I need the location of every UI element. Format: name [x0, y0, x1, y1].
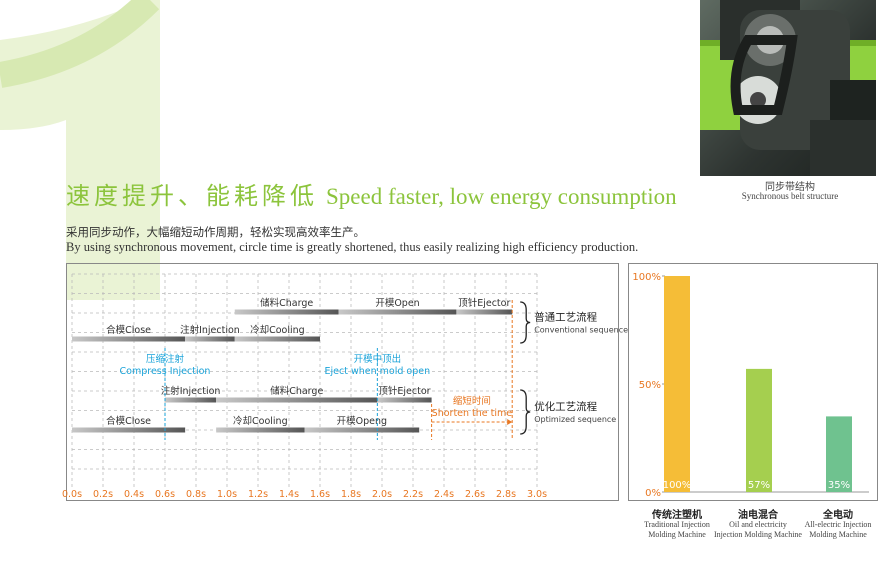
x-tick-label: 1.6s — [310, 489, 330, 500]
page-title: 速度提升、能耗降低 Speed faster, low energy consum… — [66, 176, 677, 211]
sequence-segment — [456, 309, 513, 315]
sequence-segment-label: 顶针Ejector — [378, 385, 430, 397]
energy-bar — [664, 276, 690, 492]
belt-structure-photo — [700, 0, 876, 176]
energy-bar-value: 57% — [748, 480, 770, 491]
sequence-segment-label: 开模Openg — [337, 415, 387, 427]
description-cn: 采用同步动作，大幅缩短动作周期，轻松实现高效率生产。 — [66, 225, 365, 239]
x-tick-label: 2.8s — [496, 489, 516, 500]
annotation-label-cn: 压缩注射 — [146, 353, 185, 365]
x-tick-label: 1.4s — [279, 489, 299, 500]
energy-bar — [826, 416, 852, 492]
x-tick-label: 2.0s — [372, 489, 392, 500]
energy-bar-value: 100% — [663, 480, 692, 491]
x-tick-label: 2.6s — [465, 489, 485, 500]
energy-bar-value: 35% — [828, 480, 850, 491]
energy-category-cn: 传统注塑机 — [652, 510, 702, 521]
annotation-label-en: Eject when mold open — [325, 366, 431, 377]
sequence-segment — [304, 427, 420, 433]
group-brace — [520, 389, 531, 435]
sequence-chart: 0.0s 0.2s 0.4s 0.6s 0.8s 1.0s 1.2s 1.4s 1.6s 1.8s… — [62, 273, 628, 500]
group-brace — [520, 301, 531, 344]
sequence-segment-label: 储料Charge — [260, 297, 313, 309]
x-tick-label: 1.2s — [248, 489, 268, 500]
sequence-segment — [338, 309, 457, 315]
annotation-label-en: Compress Injection — [120, 366, 211, 377]
x-tick-label: 1.0s — [217, 489, 237, 500]
energy-chart-panel: 0% 50% 100% 100% 57% 35% — [628, 263, 878, 501]
sequence-segment — [216, 397, 378, 403]
energy-category-cn: 油电混合 — [738, 510, 778, 521]
energy-category-en: All-electric Injection Molding Machine — [804, 520, 872, 539]
sequence-segment-label: 注射Injection — [161, 385, 221, 397]
x-tick-label: 3.0s — [527, 489, 547, 500]
shorten-label-en: Shorten the time — [432, 408, 513, 419]
sequence-segment — [165, 397, 217, 403]
sequence-segment — [377, 397, 432, 403]
sequence-segment — [216, 427, 305, 433]
title-cn: 速度提升、能耗降低 — [66, 182, 318, 210]
sequence-segment-label: 合模Close — [106, 415, 151, 427]
y-tick-label: 0% — [645, 488, 661, 499]
photo-caption-cn: 同步带结构 — [765, 182, 815, 193]
energy-category-en: Oil and electricity Injection Molding Ma… — [714, 520, 802, 539]
energy-category-en: Traditional Injection Molding Machine — [644, 520, 710, 539]
x-tick-label: 1.8s — [341, 489, 361, 500]
sequence-segment-label: 储料Charge — [270, 385, 323, 397]
energy-chart: 0% 50% 100% 100% 57% 35% — [632, 272, 869, 499]
sequence-segment — [72, 336, 186, 342]
x-tick-label: 2.2s — [403, 489, 423, 500]
sequence-segment-label: 顶针Ejector — [458, 297, 510, 309]
group-name-en: Conventional sequence — [534, 326, 628, 335]
photo-caption-en: Synchronous belt structure — [741, 191, 839, 201]
y-tick-label: 100% — [632, 272, 661, 283]
sequence-segment-label: 冷却Cooling — [233, 415, 288, 427]
x-tick-label: 0.8s — [186, 489, 206, 500]
x-tick-label: 0.6s — [155, 489, 175, 500]
shorten-arrow — [507, 419, 513, 425]
sequence-segment-label: 开模Open — [375, 297, 419, 309]
group-name-cn: 优化工艺流程 — [534, 400, 597, 413]
energy-category-cn: 全电动 — [823, 510, 853, 521]
sequence-segment-label: 冷却Cooling — [250, 324, 305, 336]
annotation-label-cn: 开模中顶出 — [354, 353, 402, 365]
title-en: Speed faster, low energy consumption — [326, 184, 677, 209]
sequence-segment-label: 注射Injection — [180, 324, 240, 336]
sequence-segment — [72, 427, 186, 433]
sequence-segment — [234, 336, 320, 342]
shorten-label-cn: 缩短时间 — [453, 395, 491, 407]
y-tick-label: 50% — [639, 380, 661, 391]
sequence-segment — [234, 309, 339, 315]
group-name-cn: 普通工艺流程 — [534, 311, 597, 324]
x-tick-label: 0.2s — [93, 489, 113, 500]
description-en: By using synchronous movement, circle ti… — [66, 240, 639, 254]
x-tick-label: 0.0s — [62, 489, 82, 500]
sequence-segment — [185, 336, 235, 342]
sequence-segment-label: 合模Close — [106, 324, 151, 336]
x-tick-label: 0.4s — [124, 489, 144, 500]
energy-bar — [746, 368, 772, 492]
x-tick-label: 2.4s — [434, 489, 454, 500]
sequence-chart-panel: 0.0s 0.2s 0.4s 0.6s 0.8s 1.0s 1.2s 1.4s 1.6s 1.8s… — [62, 263, 628, 501]
group-name-en: Optimized sequence — [534, 415, 616, 424]
